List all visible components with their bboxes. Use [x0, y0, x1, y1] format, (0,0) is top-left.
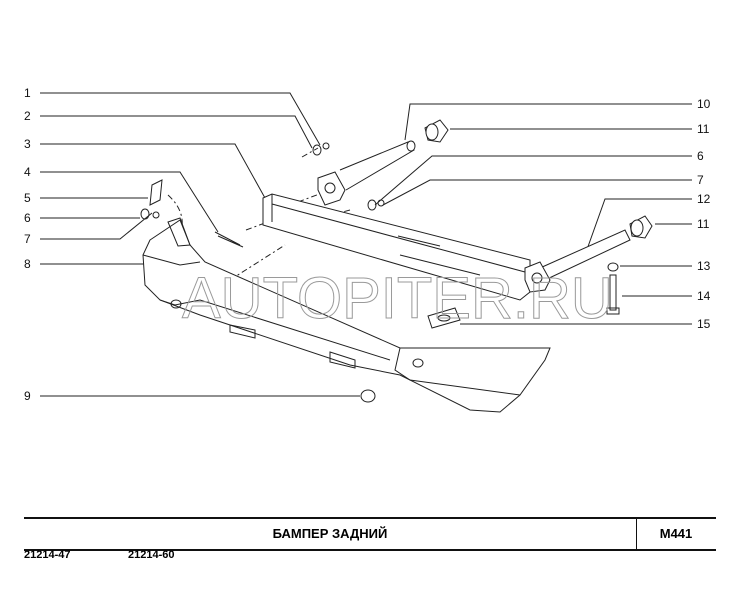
- title-block: БАМПЕР ЗАДНИЙ M441: [24, 517, 716, 551]
- callout-number: 5: [24, 191, 31, 205]
- callout-number: 2: [24, 109, 31, 123]
- bumper-body: [142, 217, 551, 413]
- leader-lines: [40, 92, 692, 397]
- license-light-plate: [427, 307, 461, 329]
- bushing: [424, 119, 653, 239]
- callout-number: 12: [697, 192, 711, 206]
- cover-plate: [149, 179, 163, 206]
- callout-number: 3: [24, 137, 31, 151]
- callout-number: 11: [697, 217, 710, 231]
- plug: [360, 389, 376, 403]
- callout-number: 7: [24, 232, 31, 246]
- model-code: 21214-47: [24, 549, 71, 561]
- bracket-tube-right: [524, 229, 631, 293]
- callout-number: 4: [24, 165, 31, 179]
- callout-number: 13: [697, 259, 711, 273]
- callout-number: 9: [24, 389, 31, 403]
- callout-number: 14: [697, 289, 711, 303]
- callout-number: 6: [24, 211, 31, 225]
- bracket-tube-left: [317, 140, 416, 206]
- callout-number: 1: [24, 86, 31, 100]
- watermark: AUTOPITER.RU: [182, 266, 613, 331]
- divider: [636, 519, 637, 549]
- callout-number: 10: [697, 97, 711, 111]
- callout-number: 8: [24, 257, 31, 271]
- callout-number: 15: [697, 317, 711, 331]
- diagram-code: M441: [659, 526, 693, 541]
- model-code: 21214-60: [128, 549, 175, 561]
- callout-number: 11: [697, 122, 710, 136]
- callout-number: 6: [697, 149, 704, 163]
- diagram-title: БАМПЕР ЗАДНИЙ: [272, 526, 388, 541]
- fasteners: [140, 142, 620, 315]
- callout-number: 7: [697, 173, 704, 187]
